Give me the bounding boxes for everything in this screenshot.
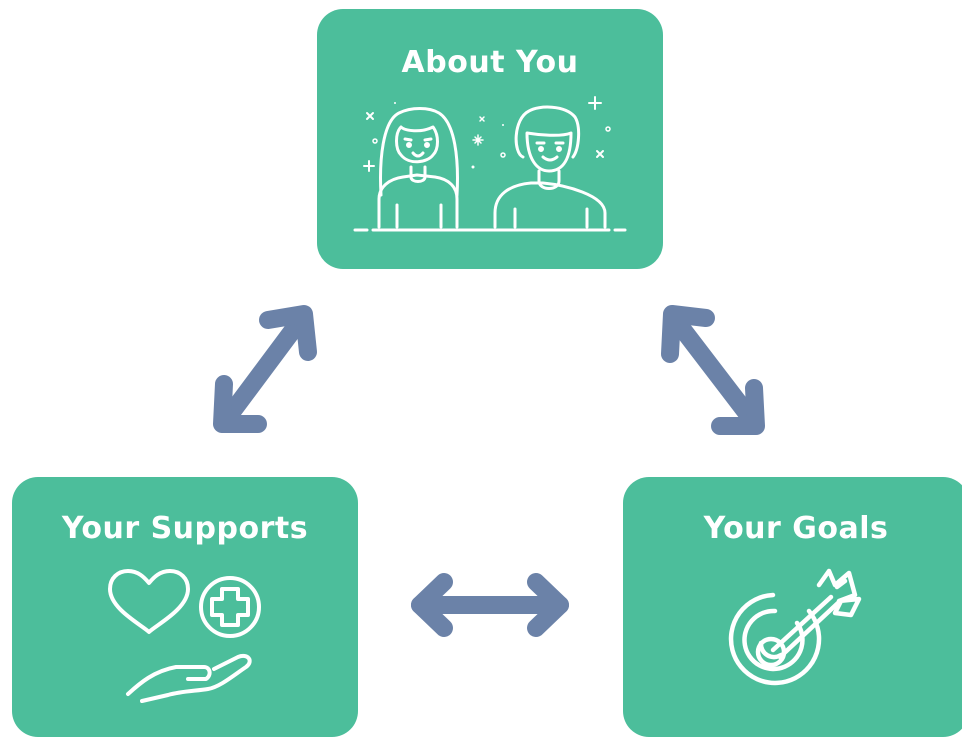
- about-you-card: About You: [317, 9, 663, 269]
- your-goals-title: Your Goals: [703, 511, 889, 546]
- your-supports-card: Your Supports: [12, 477, 358, 737]
- heart-plus-hand-icon: [108, 569, 261, 703]
- your-goals-card: Your Goals: [623, 477, 962, 737]
- double-arrow-about-goals: [661, 305, 765, 435]
- target-arrow-icon: [728, 568, 862, 686]
- two-people-icon: [353, 96, 627, 232]
- double-arrow-supports-goals: [411, 573, 569, 637]
- double-arrow-about-supports: [213, 305, 317, 433]
- your-supports-title: Your Supports: [61, 511, 309, 546]
- about-you-title: About You: [401, 45, 579, 80]
